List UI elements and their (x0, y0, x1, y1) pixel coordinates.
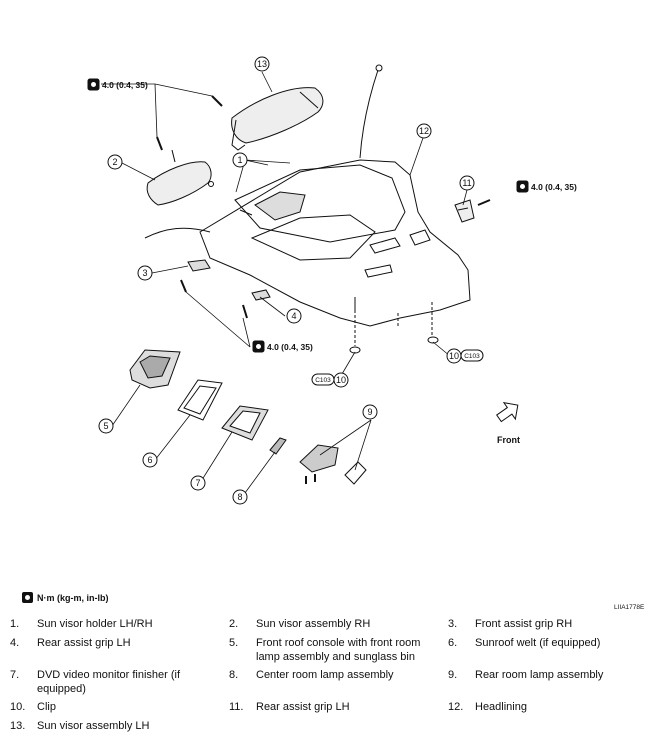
callout-5: 5 (103, 421, 108, 431)
connector-tags (311, 349, 484, 386)
callout-10b: 10 (449, 351, 459, 361)
list-item: 9.Rear room lamp assembly (448, 669, 604, 681)
sun-visor-lh (231, 87, 324, 151)
dvd-finisher (221, 405, 269, 441)
list-item: 11.Rear assist grip LH (229, 701, 350, 713)
front-assist-grip-rh (187, 259, 211, 272)
list-item: 10.Clip (10, 701, 56, 713)
callout-3: 3 (142, 268, 147, 278)
connector-label: C103 (315, 377, 331, 384)
sunroof-welt (177, 379, 223, 421)
rear-assist-grip-11 (454, 199, 475, 223)
torque-icon (22, 592, 33, 603)
screw-group (156, 95, 491, 319)
clip-group (349, 336, 439, 354)
callout-10a: 10 (336, 375, 346, 385)
callout-9: 9 (367, 407, 372, 417)
list-item: 4.Rear assist grip LH (10, 637, 131, 649)
figure-code: LIIA1778E (614, 604, 645, 611)
rear-assist-grip-lh (251, 289, 271, 301)
torque-icon (87, 78, 529, 353)
unit-legend-text: N·m (kg-m, in-lb) (37, 592, 109, 603)
callout-12: 12 (419, 126, 429, 136)
headlining (144, 64, 471, 346)
list-item: 8.Center room lamp assembly (229, 669, 394, 681)
unit-legend: N·m (kg-m, in-lb) (22, 592, 109, 603)
leader-lines (101, 71, 468, 498)
list-item: 3.Front assist grip RH (448, 618, 573, 630)
callout-8: 8 (237, 492, 242, 502)
list-item: 1.Sun visor holder LH/RH (10, 618, 153, 630)
list-item: 13.Sun visor assembly LH (10, 720, 150, 732)
rear-room-lamp (299, 444, 367, 485)
callout-2: 2 (112, 157, 117, 167)
list-item: 12.Headlining (448, 701, 527, 713)
callout-13: 13 (257, 59, 267, 69)
callout-4: 4 (291, 311, 296, 321)
callout-6: 6 (147, 455, 152, 465)
front-label: Front (497, 435, 520, 445)
callout-circles (98, 56, 475, 505)
list-item: 7.DVD video monitor finisher (if equippe… (10, 669, 181, 695)
callout-7: 7 (195, 478, 200, 488)
callout-1: 1 (237, 155, 242, 165)
center-room-lamp (269, 437, 287, 455)
front-roof-console (129, 349, 181, 389)
torque-label: 4.0 (0.4, 35) (267, 342, 313, 352)
sun-visor-rh (146, 149, 214, 206)
exploded-parts-diagram: 4.0 (0.4, 35) 4.0 (0.4, 35) 4.0 (0.4, 35… (87, 56, 577, 505)
torque-label: 4.0 (0.4, 35) (102, 80, 148, 90)
list-item: 5.Front roof console with front room lam… (229, 637, 421, 663)
callout-11: 11 (462, 178, 471, 188)
front-direction-arrow (495, 401, 519, 423)
connector-label: C103 (464, 353, 480, 360)
list-item: 6.Sunroof welt (if equipped) (448, 637, 601, 649)
list-item: 2.Sun visor assembly RH (229, 618, 371, 630)
torque-label: 4.0 (0.4, 35) (531, 182, 577, 192)
